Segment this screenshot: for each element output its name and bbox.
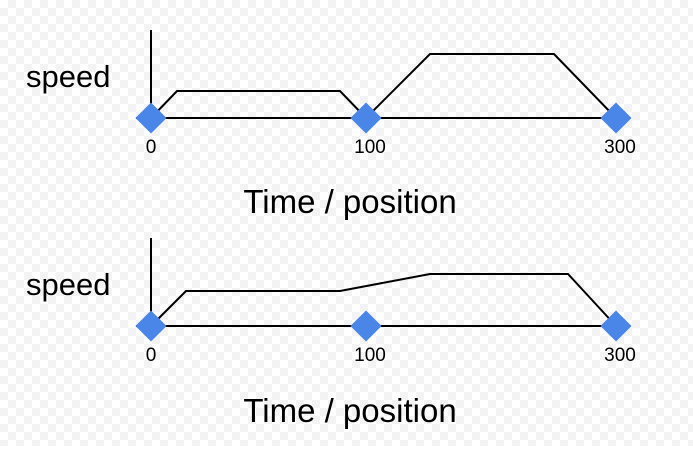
tick-label-0: 0 <box>146 345 157 366</box>
tick-label-100: 100 <box>354 345 386 366</box>
tick-label-300: 300 <box>604 137 636 158</box>
y-axis-label: speed <box>26 59 110 94</box>
speed-profile-segment-2 <box>365 53 617 119</box>
x-axis-label: Time / position <box>243 392 456 429</box>
waypoint-marker-100 <box>350 102 382 134</box>
tick-label-0: 0 <box>146 137 157 158</box>
waypoint-marker-0 <box>135 102 167 134</box>
y-axis-label: speed <box>26 267 110 302</box>
speed-profile-segment-1 <box>150 90 367 119</box>
speed-diagram-2: speed 0 100 300 Time / position <box>26 238 636 429</box>
tick-label-300: 300 <box>604 345 636 366</box>
speed-diagram-1: speed 0 100 300 Time / position <box>26 30 636 220</box>
waypoint-marker-100 <box>350 310 382 342</box>
tick-label-100: 100 <box>354 137 386 158</box>
speed-profile-continuous <box>150 273 617 327</box>
x-axis-label: Time / position <box>243 183 456 220</box>
waypoint-marker-300 <box>600 310 632 342</box>
waypoint-marker-0 <box>135 310 167 342</box>
